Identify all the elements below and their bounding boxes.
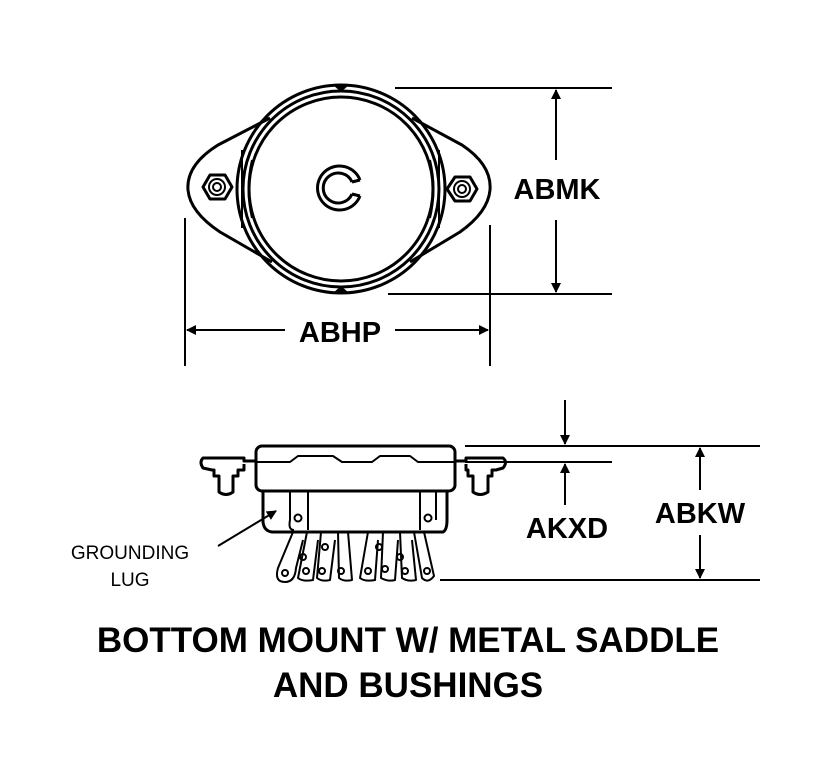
caption-line2: AND BUSHINGS <box>273 666 543 705</box>
akxd-dimension <box>465 400 760 505</box>
left-hex-nut <box>201 173 234 201</box>
left-bushing <box>199 456 256 496</box>
solder-terminals <box>275 531 435 583</box>
abkw-dimension <box>440 447 760 581</box>
abmk-label: ABMK <box>514 174 601 206</box>
saddle-edge <box>256 455 455 463</box>
lug-straps <box>288 491 437 531</box>
top-view <box>186 83 492 295</box>
grounding-label-line2: LUG <box>110 570 149 591</box>
middle-ring <box>241 89 441 289</box>
abhp-label: ABHP <box>299 317 381 349</box>
right-bushing <box>455 456 507 496</box>
inner-ring <box>247 95 435 283</box>
outer-ring <box>235 83 447 295</box>
index-notches <box>333 85 349 293</box>
akxd-label: AKXD <box>526 513 608 545</box>
abkw-label: ABKW <box>655 498 746 530</box>
grounding-label-line1: GROUNDING <box>71 543 189 564</box>
side-view <box>199 444 507 583</box>
mounting-flange <box>186 116 492 264</box>
abhp-dimension <box>184 218 491 366</box>
grounding-lug-hole <box>293 513 303 523</box>
base-block <box>261 491 449 534</box>
grounding-lug-arrow <box>217 510 277 547</box>
center-c-clip <box>316 164 362 212</box>
right-hex-nut <box>445 175 479 203</box>
caption-line1: BOTTOM MOUNT W/ METAL SADDLE <box>97 621 719 660</box>
socket-body <box>254 444 457 493</box>
octagon-flats <box>241 150 440 228</box>
abmk-dimension <box>388 87 612 295</box>
grounding-lug-hole <box>423 513 433 523</box>
